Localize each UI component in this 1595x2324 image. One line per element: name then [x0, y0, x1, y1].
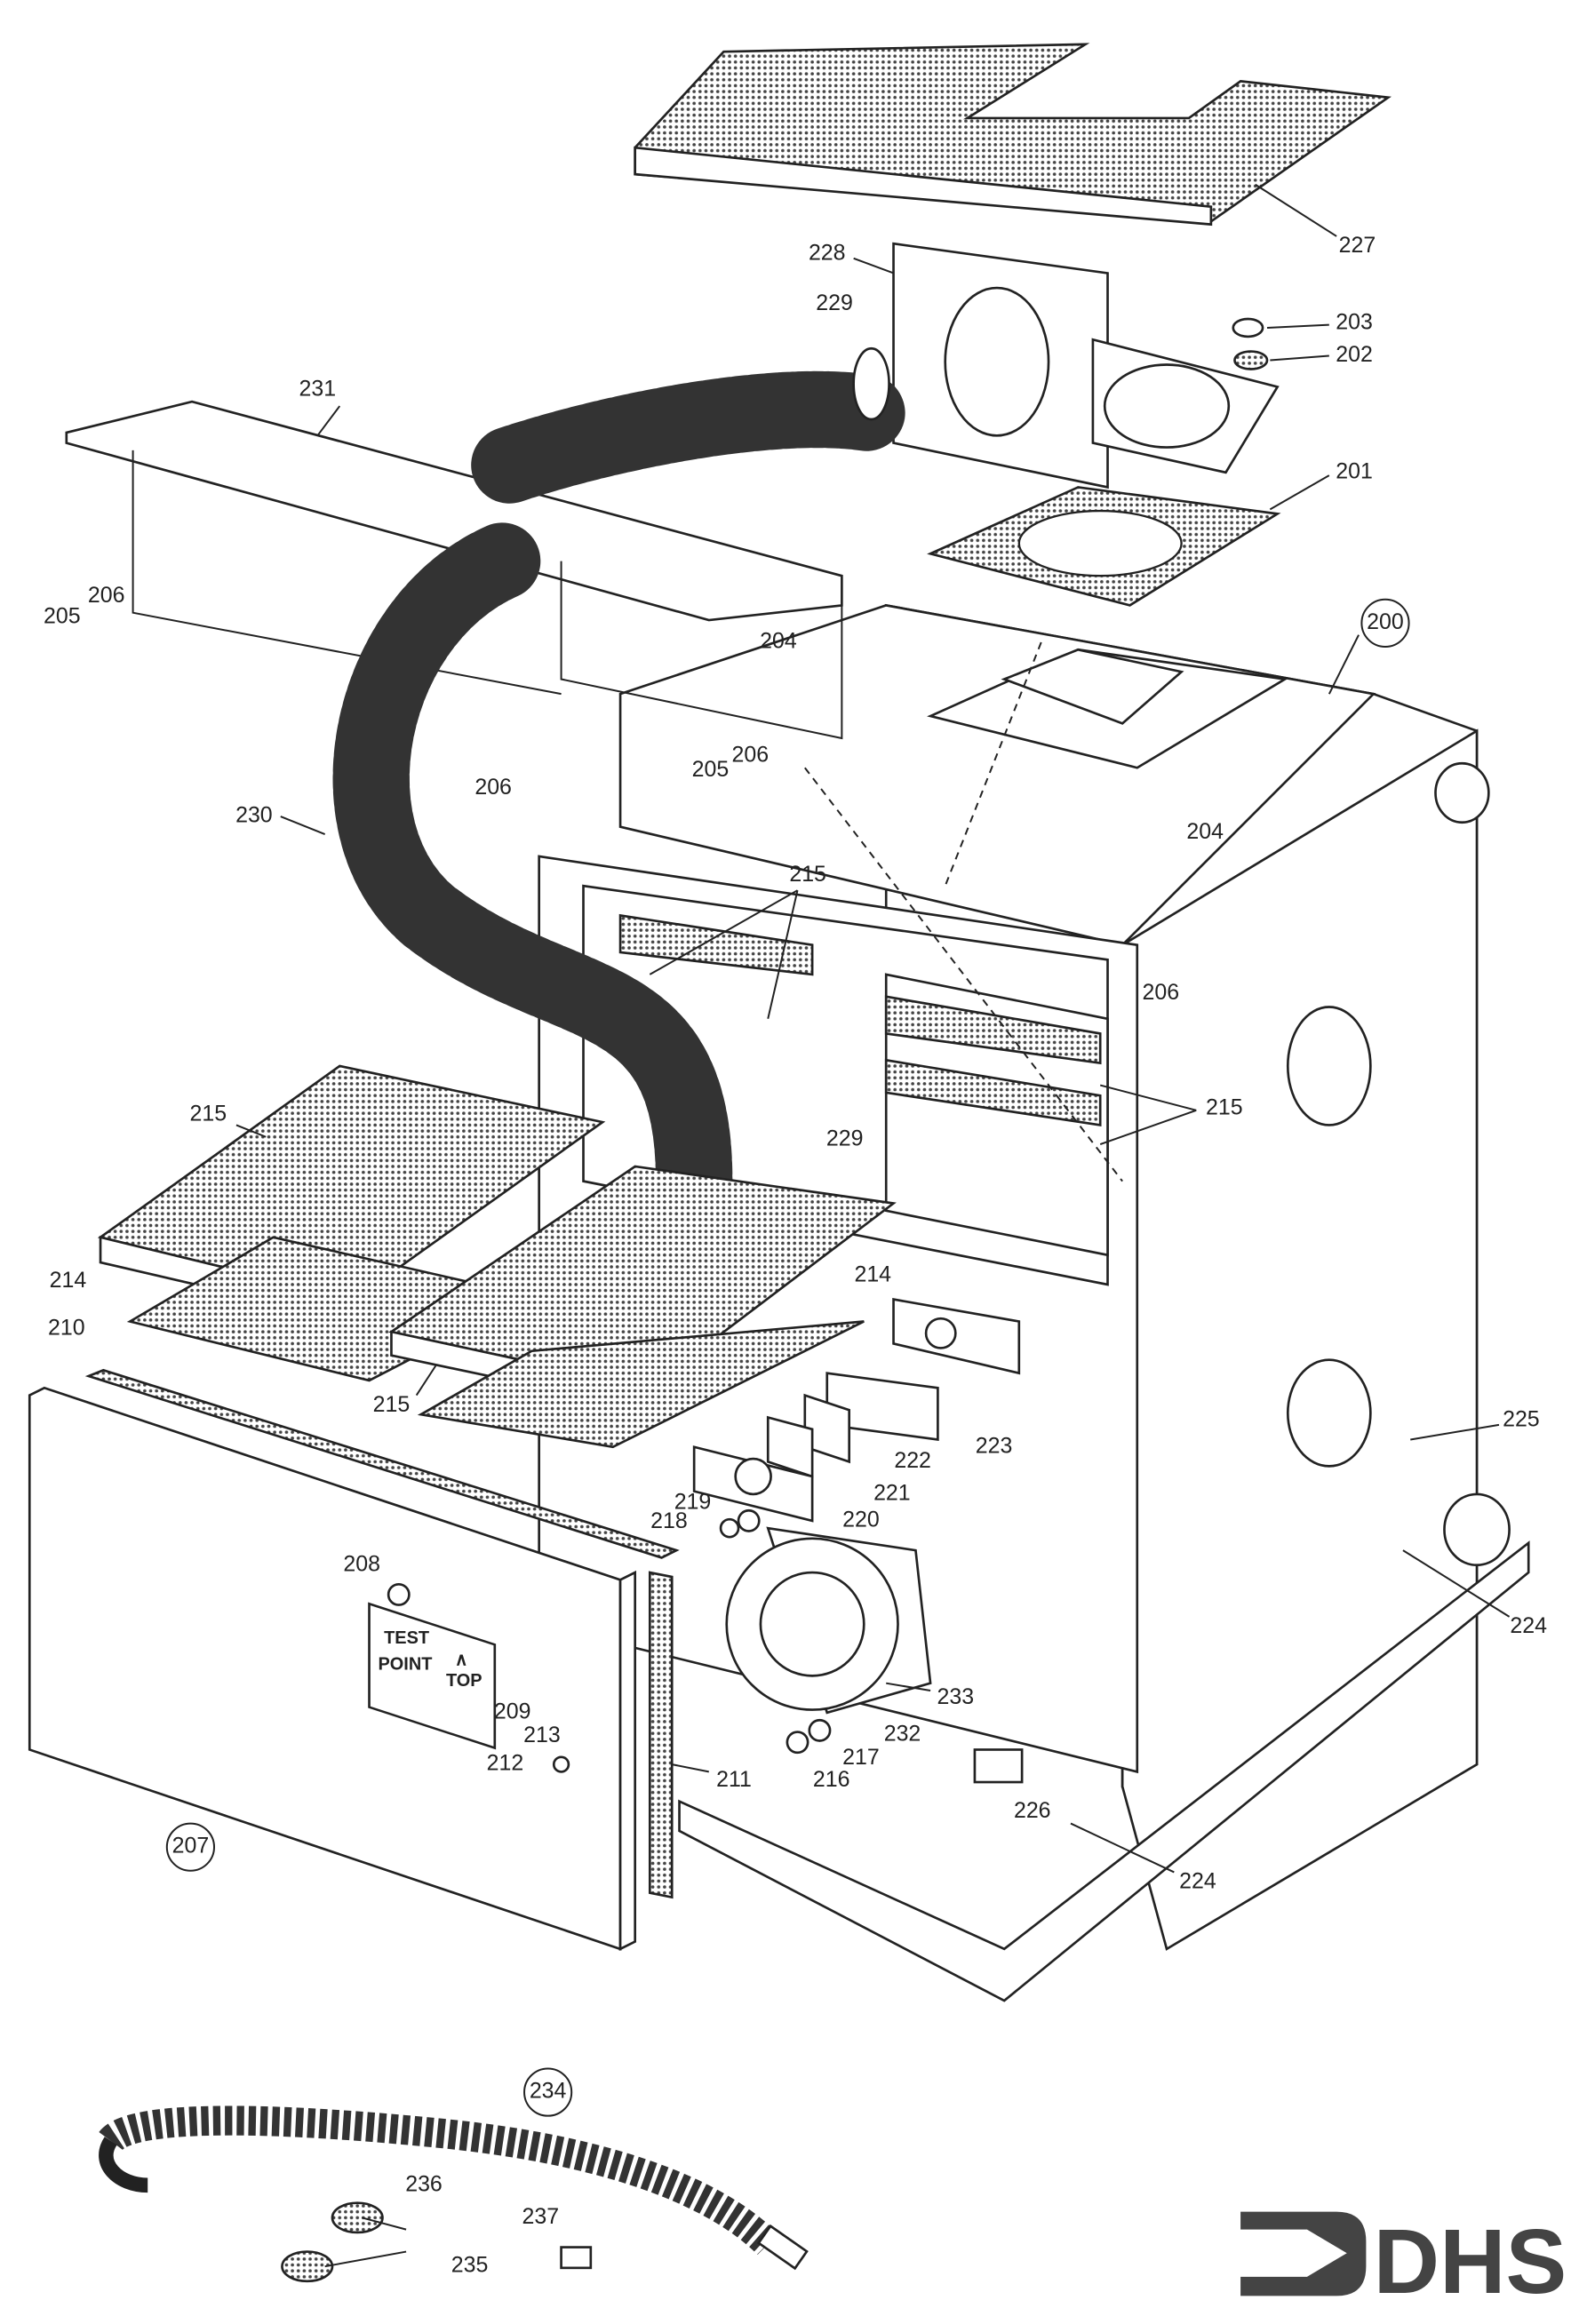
callout-211: 211 [716, 1767, 752, 1792]
callout-209: 209 [494, 1699, 531, 1724]
callout-206: 206 [732, 743, 770, 768]
front-door-panel: TEST POINT ∧ TOP [28, 1368, 680, 1952]
callout-233: 233 [937, 1684, 975, 1709]
callout-215: 215 [190, 1101, 227, 1126]
test-point-label: TEST [384, 1628, 429, 1648]
callout-labels: 227 228 229 203 202 231 201 200 205 206 … [44, 233, 1547, 2278]
callout-219: 219 [674, 1490, 712, 1515]
callout-213: 213 [523, 1723, 561, 1747]
callout-206: 206 [1143, 980, 1180, 1005]
top-insulation-pad [634, 43, 1392, 227]
callout-210: 210 [48, 1315, 85, 1340]
flexible-flue-hose [332, 346, 910, 1220]
burner-mounting-ring [725, 1526, 1024, 1784]
callout-231: 231 [299, 376, 337, 401]
callout-212: 212 [487, 1751, 524, 1776]
top-label: TOP [446, 1671, 482, 1691]
insulation-pads [97, 1064, 897, 1449]
callout-235: 235 [451, 2253, 489, 2278]
callout-234: 234 [530, 2079, 567, 2104]
callout-227: 227 [1339, 233, 1376, 258]
test-point-label-2: POINT [378, 1655, 432, 1675]
callout-206: 206 [88, 583, 125, 608]
dhs-logo: DHS [1240, 2210, 1567, 2312]
callout-229: 229 [826, 1126, 864, 1151]
callout-208: 208 [343, 1551, 380, 1576]
callout-229: 229 [816, 290, 853, 315]
callout-226: 226 [1014, 1798, 1051, 1823]
callout-224: 224 [1510, 1613, 1547, 1638]
front-bracket [65, 400, 843, 740]
callout-201: 201 [1336, 458, 1373, 483]
logo-text: DHS [1374, 2210, 1567, 2312]
callout-203: 203 [1336, 310, 1373, 335]
callout-220: 220 [842, 1507, 880, 1532]
callout-215: 215 [1206, 1095, 1243, 1120]
callout-214: 214 [50, 1268, 87, 1293]
oil-supply-hose [99, 2105, 809, 2283]
top-arrow: ∧ [455, 1651, 468, 1670]
callout-206: 206 [475, 775, 512, 800]
callout-215: 215 [373, 1392, 411, 1417]
callout-200: 200 [1367, 609, 1404, 634]
callout-204: 204 [760, 629, 797, 654]
callout-225: 225 [1503, 1406, 1540, 1431]
callout-214: 214 [854, 1262, 891, 1287]
callout-221: 221 [873, 1481, 911, 1506]
callout-228: 228 [809, 240, 846, 265]
flue-hood [892, 242, 1280, 489]
callout-215: 215 [789, 862, 826, 887]
callout-230: 230 [235, 803, 273, 828]
callout-232: 232 [884, 1721, 921, 1746]
leader-lines [235, 183, 1511, 2268]
nut-and-washer [1232, 317, 1269, 370]
callout-216: 216 [813, 1767, 850, 1792]
callout-237: 237 [522, 2204, 560, 2229]
callout-207: 207 [172, 1834, 210, 1858]
callout-217: 217 [842, 1745, 880, 1770]
callout-205: 205 [692, 757, 730, 782]
callout-236: 236 [405, 2171, 443, 2196]
callout-222: 222 [894, 1448, 931, 1473]
callout-224: 224 [1179, 1869, 1216, 1894]
sight-glass-assembly [692, 1297, 1021, 1539]
callout-202: 202 [1336, 342, 1373, 367]
callout-218: 218 [650, 1508, 688, 1533]
gasket [927, 486, 1281, 607]
callout-205: 205 [44, 603, 81, 628]
callout-223: 223 [976, 1433, 1013, 1458]
callout-204: 204 [1186, 819, 1224, 844]
